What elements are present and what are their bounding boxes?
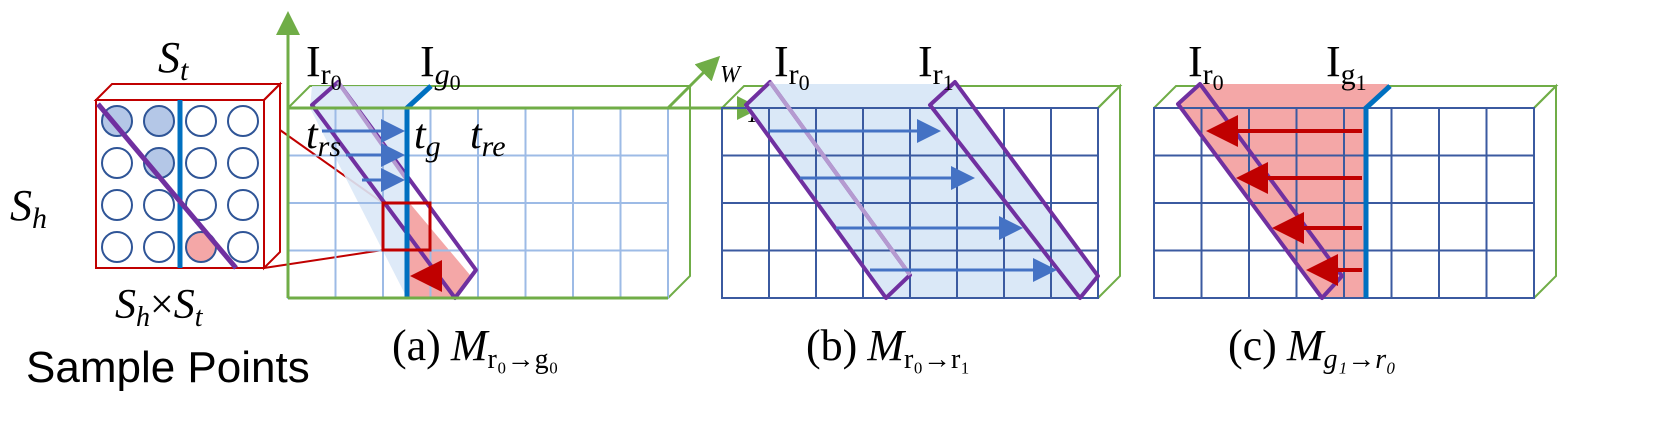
sample-top-label: St (158, 33, 189, 87)
t-rs-label: trs (306, 112, 341, 163)
sample-point (227, 105, 259, 137)
panel-b-blue-region (744, 84, 1098, 298)
sample-point (101, 105, 133, 137)
panel-c-label-left: Ir0 (1188, 37, 1224, 95)
sample-circle-grid (101, 105, 259, 263)
sample-points-inset: St Sh Sh×St Sample Points (10, 33, 384, 392)
zoom-connector-bottom (263, 249, 384, 269)
sample-point (143, 105, 175, 137)
panel-c-box-side (1533, 83, 1557, 299)
sample-point (101, 147, 133, 179)
t-g-label: tg (414, 112, 441, 163)
panel-b-label-left: Ir0 (774, 37, 810, 95)
sample-point (185, 147, 217, 179)
t-re-label: tre (470, 112, 506, 163)
panel-c: Ir0 Ig1 (c)Mg₁→r₀ (1153, 37, 1559, 375)
panel-a-zoom-box (381, 201, 432, 252)
sample-point (143, 231, 175, 263)
panel-a-caption: (a)Mr₀→g₀ (392, 321, 558, 375)
panel-b: Ir0 Ir1 (b)Mr₀→r₁ (721, 37, 1123, 375)
panel-c-red-region (1178, 84, 1388, 298)
panel-c-grid-border (1153, 107, 1535, 299)
panel-a-blue-top-region (310, 86, 431, 108)
sample-purple-diagonal (96, 102, 238, 270)
panel-c-label-right: Ig1 (1326, 37, 1367, 95)
sample-point (227, 147, 259, 179)
panel-b-label-right: Ir1 (918, 37, 954, 95)
panel-a-box-side (667, 83, 691, 299)
sample-point (227, 231, 259, 263)
sample-point (101, 189, 133, 221)
sample-caption: Sample Points (26, 343, 310, 392)
panel-b-grid-border (721, 107, 1099, 299)
panel-a-label-left: Ir0 (306, 37, 342, 95)
panel-a-label-right: Ig0 (420, 37, 461, 95)
panel-b-grid (722, 108, 1098, 298)
axis-depth (666, 55, 721, 110)
panel-b-caption: (b)Mr₀→r₁ (806, 321, 970, 375)
sample-box-side-face (263, 81, 281, 271)
sample-bottom-label: Sh×St (115, 282, 204, 333)
panel-b-purple-band-right (928, 80, 1100, 300)
panel-a: W T Ir0 Ig0 trs tg tre (a)Mr₀→g₀ (276, 11, 761, 375)
panel-c-caption: (c)Mg₁→r₀ (1228, 321, 1396, 375)
panel-c-blue-frame (1363, 84, 1392, 298)
sample-point (101, 231, 133, 263)
sample-point (143, 189, 175, 221)
sample-point (227, 189, 259, 221)
axis-w-label: W (720, 62, 742, 88)
panel-b-box-side (1097, 83, 1121, 299)
sample-point (185, 105, 217, 137)
sample-side-label: Sh (10, 181, 47, 235)
